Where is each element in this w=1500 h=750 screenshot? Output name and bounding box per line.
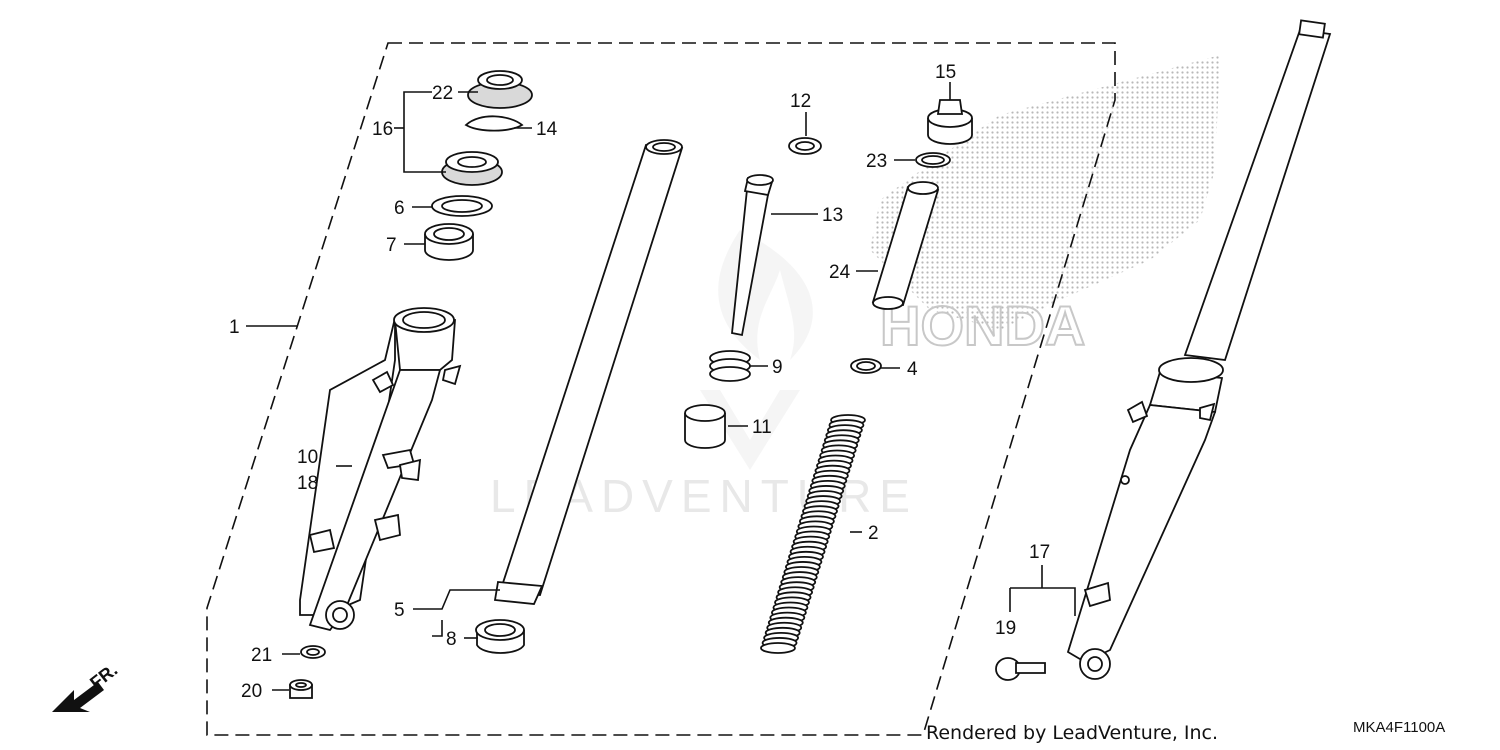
- callout-labels: 1 2 4 5 6 7 8 9 10 11 12 13 14 15 16 17 …: [229, 62, 1050, 702]
- part-21-washer: [300, 645, 326, 659]
- callout-5: 5: [394, 600, 405, 621]
- callout-1: 1: [229, 317, 240, 338]
- part-19-bolt: [995, 657, 1046, 681]
- diagram-code: MKA4F1100A: [1353, 719, 1445, 736]
- callout-7: 7: [386, 235, 397, 256]
- callout-19: 19: [995, 618, 1016, 639]
- callout-23: 23: [866, 151, 887, 172]
- part-9-rebound-spring: [709, 350, 751, 382]
- part-14-clip: [464, 115, 524, 132]
- leader-lines: [246, 82, 1076, 691]
- part-5-fork-pipe: [493, 139, 684, 605]
- part-4-ring: [850, 358, 882, 374]
- callout-18: 18: [297, 473, 318, 494]
- spring-coil: [760, 642, 796, 654]
- assembly-boundary: [206, 42, 1116, 736]
- front-direction-arrow-icon: FR.: [52, 660, 121, 712]
- callout-16: 16: [372, 119, 393, 140]
- part-1-fork-slider: [299, 307, 462, 632]
- part-12-ring: [788, 137, 822, 155]
- honda-logo-text: HONDA: [880, 294, 1085, 357]
- callout-11: 11: [752, 417, 772, 438]
- callout-12: 12: [790, 91, 811, 112]
- part-17-fork-assembly: [1066, 19, 1332, 680]
- callout-24: 24: [829, 262, 851, 283]
- honda-wing-watermark: HONDA: [870, 55, 1220, 358]
- part-22-dust-seal: [467, 70, 533, 109]
- part-16-oil-seal: [441, 151, 503, 186]
- part-20-bolt: [289, 679, 313, 699]
- part-13-damper-rod: [731, 174, 774, 337]
- callout-8: 8: [446, 629, 457, 650]
- callout-21: 21: [251, 645, 272, 666]
- callout-14: 14: [536, 119, 558, 140]
- callout-4: 4: [907, 359, 918, 380]
- part-8-slider-bushing: [475, 619, 525, 654]
- callout-6: 6: [394, 198, 405, 219]
- callout-9: 9: [772, 357, 783, 378]
- callout-22: 22: [432, 83, 453, 104]
- credit-text: Rendered by LeadVenture, Inc.: [926, 722, 1218, 744]
- callout-10: 10: [297, 447, 318, 468]
- callout-20: 20: [241, 681, 262, 702]
- part-2-fork-spring: [760, 414, 866, 654]
- callout-17: 17: [1029, 542, 1050, 563]
- callout-13: 13: [822, 205, 843, 226]
- part-23-o-ring: [915, 152, 951, 168]
- callout-2: 2: [868, 523, 879, 544]
- part-24-spacer-collar: [871, 181, 940, 310]
- part-6-washer: [431, 195, 493, 217]
- part-7-bushing: [424, 223, 474, 261]
- part-11-oil-lock-piece: [684, 404, 726, 449]
- part-15-fork-bolt: [927, 99, 973, 145]
- callout-15: 15: [935, 62, 956, 83]
